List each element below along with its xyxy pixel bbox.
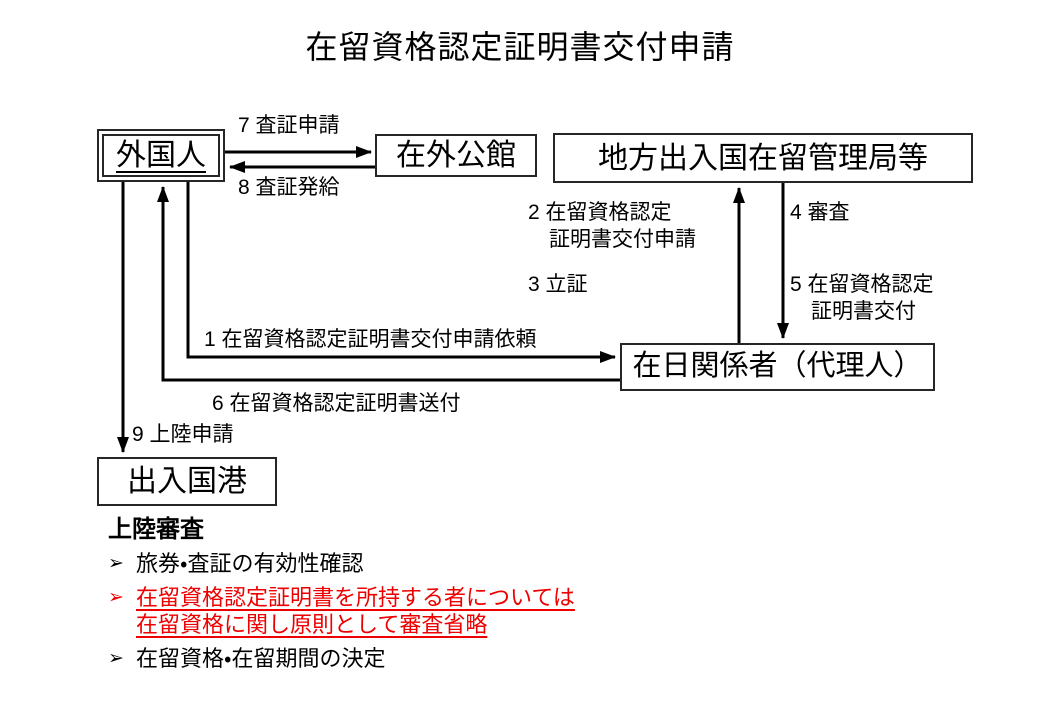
arrow-label-step4: 4 審査 — [790, 201, 850, 224]
box-foreigner-label: 外国人 — [116, 139, 206, 172]
arrow-label-step9: 9 上陸申請 — [132, 423, 234, 446]
landing-item-text: 在留資格・在留期間の決定 — [136, 646, 386, 671]
box-port-of-entry: 出入国港 — [97, 457, 277, 506]
landing-examination-section: 上陸審査 ➢ 旅券・査証の有効性確認 ➢ 在留資格認定証明書を所持する者について… — [108, 509, 688, 679]
box-regional-immigration-bureau: 地方出入国在留管理局等 — [553, 133, 973, 183]
landing-examination-list: ➢ 旅券・査証の有効性確認 ➢ 在留資格認定証明書を所持する者については 在留資… — [108, 550, 688, 672]
arrow-label-step3: 3 立証 — [528, 273, 588, 296]
arrowhead-bullet-icon: ➢ — [108, 648, 124, 669]
box-overseas-mission: 在外公館 — [375, 134, 537, 177]
arrow-label-step7: 7 査証申請 — [238, 114, 340, 137]
arrow-label-step2: 2 在留資格認定 証明書交付申請 — [528, 201, 696, 251]
arrow-label-step6: 6 在留資格認定証明書送付 — [212, 392, 461, 415]
arrow-step6-certificate-sending — [157, 186, 620, 382]
list-item: ➢ 在留資格・在留期間の決定 — [108, 645, 688, 672]
page-title: 在留資格認定証明書交付申請 — [305, 29, 735, 65]
box-regional-immigration-bureau-label: 地方出入国在留管理局等 — [598, 141, 928, 175]
box-overseas-mission-label: 在外公館 — [396, 139, 516, 172]
box-proxy-in-japan-label: 在日関係者（代理人） — [632, 350, 923, 383]
list-item: ➢ 在留資格認定証明書を所持する者については 在留資格に関し原則として審査省略 — [108, 584, 688, 638]
box-port-of-entry-label: 出入国港 — [127, 465, 247, 498]
landing-item-text: 在留資格認定証明書を所持する者については 在留資格に関し原則として審査省略 — [136, 585, 575, 637]
arrowhead-bullet-icon: ➢ — [108, 553, 124, 574]
arrowhead-bullet-icon: ➢ — [108, 587, 124, 608]
landing-item-text: 旅券・査証の有効性確認 — [136, 551, 364, 576]
landing-examination-heading: 上陸審査 — [108, 516, 204, 543]
arrow-label-step8: 8 査証発給 — [238, 176, 340, 199]
list-item: ➢ 旅券・査証の有効性確認 — [108, 550, 688, 577]
arrow-step1-application-request — [186, 182, 616, 363]
arrow-label-step1: 1 在留資格認定証明書交付申請依頼 — [204, 328, 537, 351]
box-proxy-in-japan: 在日関係者（代理人） — [620, 343, 935, 391]
arrow-label-step5: 5 在留資格認定 証明書交付 — [790, 273, 934, 323]
box-foreigner: 外国人 — [97, 129, 225, 182]
